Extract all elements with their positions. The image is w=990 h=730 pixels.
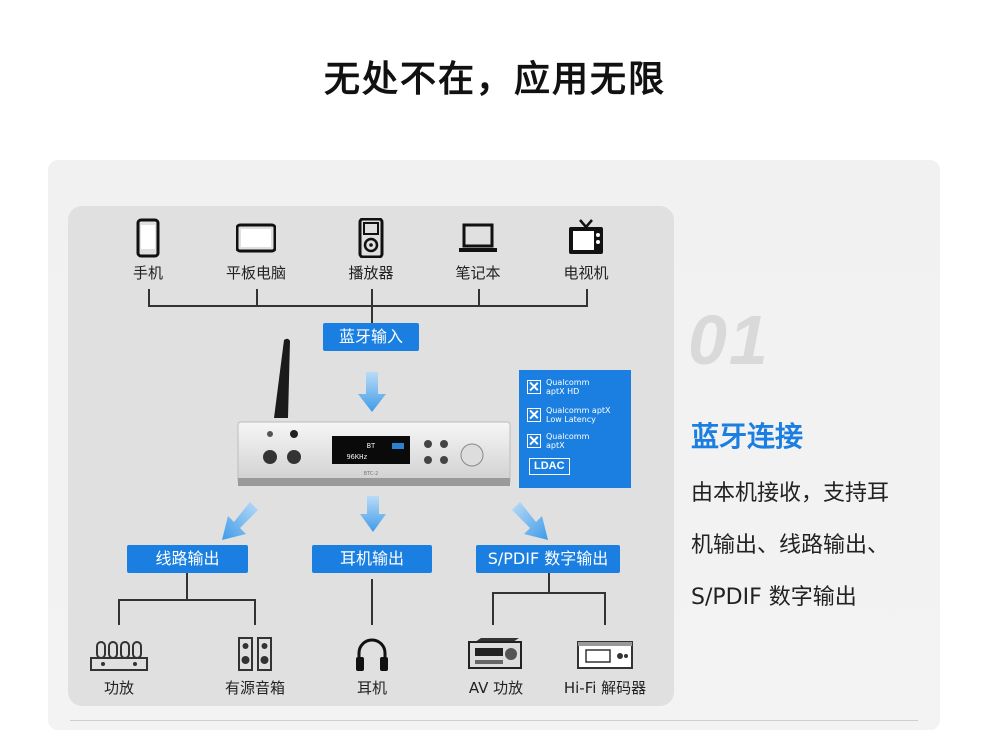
ldac-logo: LDAC (529, 458, 570, 475)
connector-line (371, 289, 373, 306)
arrow-down-right-icon (512, 502, 548, 540)
section-number: 01 (688, 301, 770, 379)
connector-line (604, 592, 606, 625)
tube-amplifier-icon (90, 641, 148, 671)
tablet-icon (236, 223, 276, 253)
target-headphones: 耳机 (317, 636, 427, 698)
connector-line (148, 305, 588, 307)
connector-line (256, 289, 258, 306)
connector-line (371, 579, 373, 625)
codec-aptx: Qualcomm aptX (527, 432, 589, 450)
section-desc-line: 由本机接收，支持耳 (691, 481, 890, 506)
connector-line (586, 289, 588, 306)
bluetooth-receiver-device: BT 96KHz BTC-2 (237, 338, 511, 486)
connector-line (118, 599, 256, 601)
device-model: BTC-2 (364, 471, 379, 477)
arrow-down-icon (358, 372, 386, 412)
codec-badge: Qualcomm aptX HD Qualcomm aptX Low Laten… (519, 370, 631, 488)
source-phone: 手机 (108, 218, 188, 283)
music-player-icon (358, 218, 384, 258)
qualcomm-x-icon (527, 408, 541, 422)
source-label: 电视机 (563, 264, 609, 282)
target-amplifier: 功放 (64, 636, 174, 698)
connector-line (371, 305, 373, 323)
connector-line (186, 573, 188, 600)
av-receiver-icon (468, 638, 522, 669)
connector-line (548, 573, 550, 593)
connector-line (118, 599, 120, 625)
display-line2: 96KHz (346, 453, 367, 461)
source-label: 手机 (132, 264, 163, 282)
source-label: 笔记本 (455, 264, 501, 282)
line-out-label: 线路输出 (127, 545, 248, 573)
section-desc-line: 机输出、线路输出、 (691, 533, 890, 558)
target-label: AV 功放 (468, 679, 524, 697)
source-player: 播放器 (331, 218, 411, 283)
qualcomm-x-icon (527, 434, 541, 448)
target-speakers: 有源音箱 (200, 636, 310, 698)
target-label: 耳机 (356, 679, 387, 697)
arrow-down-icon (360, 496, 386, 532)
speakers-icon (238, 637, 272, 671)
laptop-icon (459, 223, 497, 252)
dac-icon (577, 641, 633, 669)
headphone-out-label: 耳机输出 (312, 545, 432, 573)
connector-line (492, 592, 606, 594)
section-title: 蓝牙连接 (691, 420, 804, 453)
section-desc-line: S/PDIF 数字输出 (691, 585, 857, 610)
connector-line (492, 592, 494, 625)
target-label: 有源音箱 (224, 679, 285, 697)
source-laptop: 笔记本 (438, 218, 518, 283)
connector-line (478, 289, 480, 306)
target-dac: Hi-Fi 解码器 (550, 636, 660, 698)
source-tablet: 平板电脑 (216, 218, 296, 283)
connector-line (254, 599, 256, 625)
page-headline: 无处不在，应用无限 (323, 59, 666, 100)
codec-aptx-hd: Qualcomm aptX HD (527, 378, 589, 396)
smartphone-icon (136, 218, 160, 258)
divider (70, 720, 918, 721)
source-label: 播放器 (348, 264, 394, 282)
arrow-down-left-icon (222, 502, 258, 540)
headphones-icon (356, 638, 388, 671)
codec-aptx-ll: Qualcomm aptX Low Latency (527, 406, 611, 424)
connector-line (148, 289, 150, 306)
tv-icon (569, 219, 603, 254)
source-tv: 电视机 (546, 218, 626, 283)
target-av-receiver: AV 功放 (441, 636, 551, 698)
source-label: 平板电脑 (225, 264, 286, 282)
display-line1: BT (367, 442, 376, 450)
target-label: Hi-Fi 解码器 (563, 679, 647, 697)
spdif-out-label: S/PDIF 数字输出 (476, 545, 620, 573)
target-label: 功放 (103, 679, 134, 697)
qualcomm-x-icon (527, 380, 541, 394)
bluetooth-input-label: 蓝牙输入 (323, 323, 419, 351)
